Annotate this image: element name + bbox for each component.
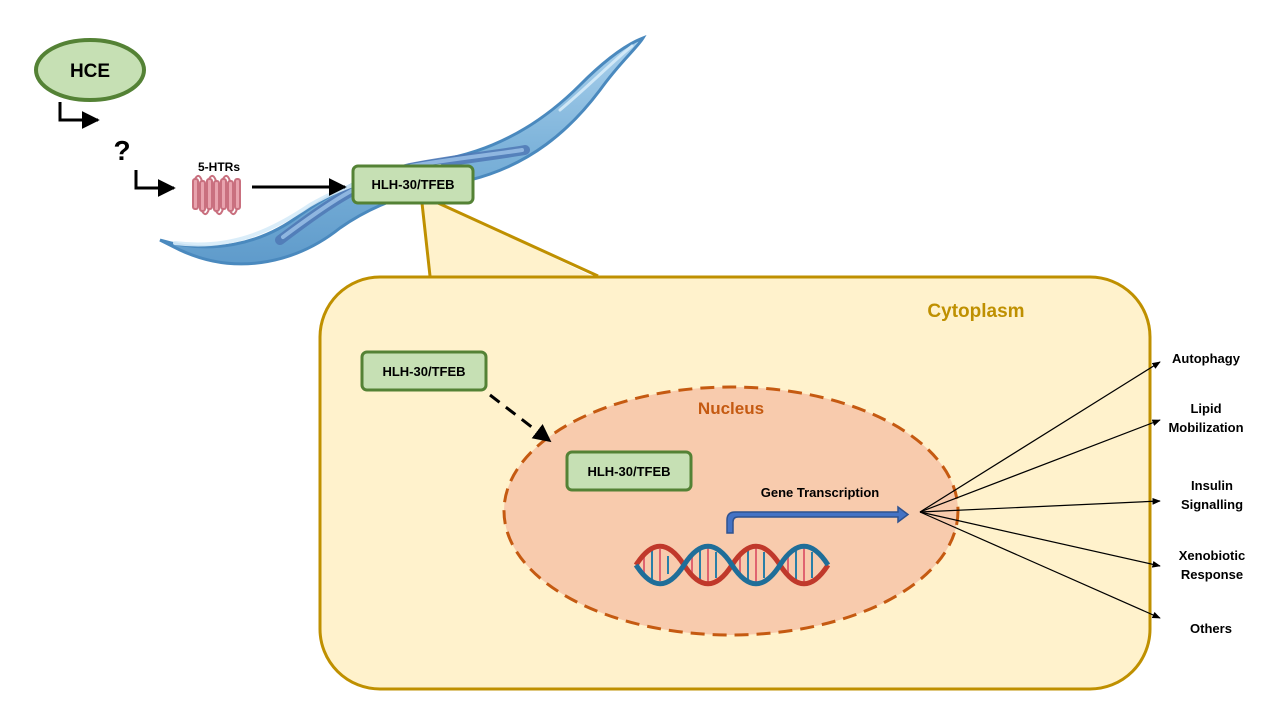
cytoplasm-label: Cytoplasm xyxy=(927,301,1024,322)
hlh30-nucleus-node: HLH-30/TFEB xyxy=(565,450,693,492)
hlh30-worm-node: HLH-30/TFEB xyxy=(351,164,475,205)
worm-tail-highlight xyxy=(558,44,634,112)
dna-helix-icon xyxy=(633,543,831,587)
arrow-to-others xyxy=(919,511,1161,619)
receptor-label: 5-HTRs xyxy=(198,160,240,174)
gene-transcription-arrow xyxy=(726,505,910,534)
hlh30-cytoplasm-label: HLH-30/TFEB xyxy=(382,364,465,379)
output-xenobiotic-line1: Xenobiotic xyxy=(1179,548,1245,563)
output-xenobiotic-line2: Response xyxy=(1181,567,1243,582)
output-lipid-line1: Lipid xyxy=(1190,401,1221,416)
worm-body xyxy=(159,35,647,266)
zoom-callout-right-edge xyxy=(437,201,599,278)
zoom-callout-left-edge xyxy=(420,202,432,277)
hce-label: HCE xyxy=(70,61,110,82)
output-autophagy: Autophagy xyxy=(1172,351,1241,366)
arrow-to-insulin-signalling xyxy=(919,497,1161,513)
output-arrows xyxy=(919,361,1161,619)
hlh30-nucleus-label: HLH-30/TFEB xyxy=(587,464,670,479)
arrow-to-lipid-mobilization xyxy=(919,419,1161,513)
zoom-callout xyxy=(423,203,600,280)
nucleus-label: Nucleus xyxy=(698,399,764,418)
output-lipid-line2: Mobilization xyxy=(1168,420,1243,435)
hlh30-cytoplasm-node: HLH-30/TFEB xyxy=(360,350,488,392)
nucleus-region xyxy=(502,385,960,637)
hlh30-worm-label: HLH-30/TFEB xyxy=(371,177,454,192)
unknown-mediator-label: ? xyxy=(113,135,130,166)
output-insulin-line1: Insulin xyxy=(1191,478,1233,493)
arrow-to-autophagy xyxy=(919,361,1161,513)
nuclear-translocation-arrow xyxy=(489,393,552,443)
arrow-to-xenobiotic-response xyxy=(919,511,1161,568)
worm-illustration xyxy=(159,35,647,266)
hce-node: HCE xyxy=(34,38,146,102)
unknown-to-receptor-arrow xyxy=(134,170,176,197)
output-others: Others xyxy=(1190,621,1232,636)
gene-transcription-label: Gene Transcription xyxy=(761,485,880,500)
output-insulin-line2: Signalling xyxy=(1181,497,1243,512)
serotonin-receptor-icon xyxy=(192,175,241,215)
hce-to-unknown-arrow xyxy=(58,102,100,129)
